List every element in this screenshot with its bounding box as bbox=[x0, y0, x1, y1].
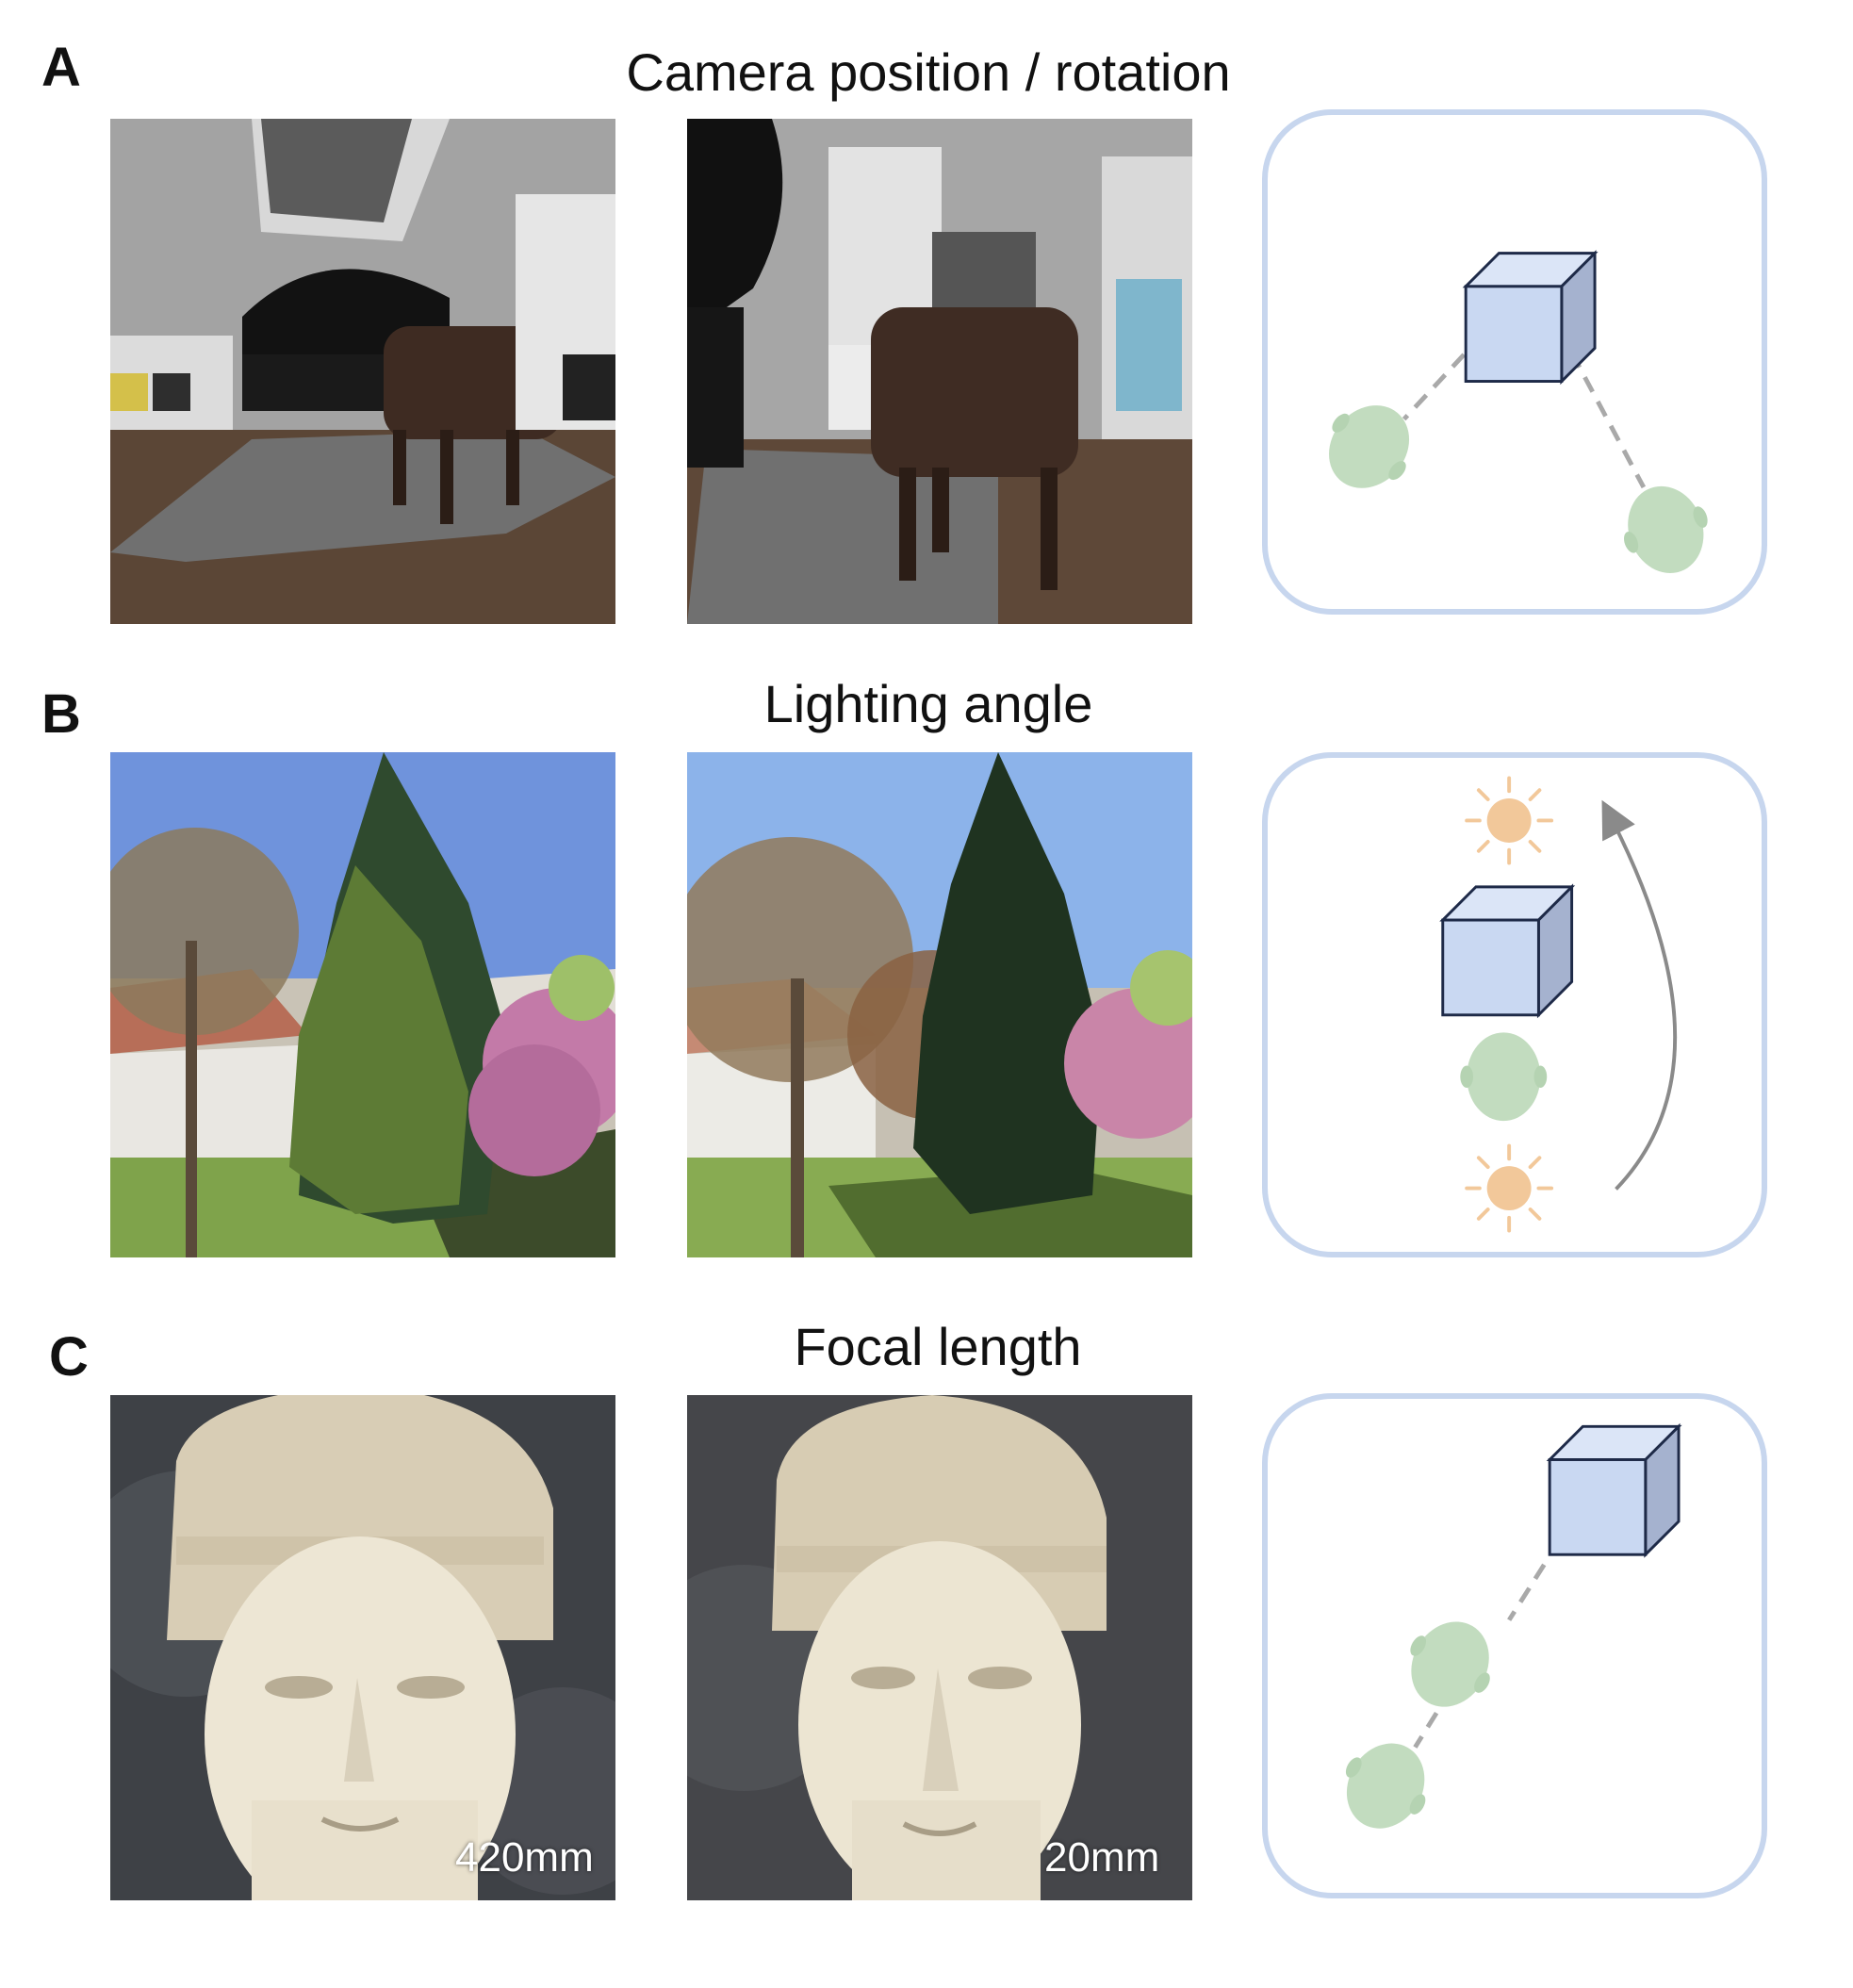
cube-icon bbox=[1546, 1422, 1682, 1558]
panel-title-a: Camera position / rotation bbox=[626, 42, 1231, 102]
panel-title-b: Lighting angle bbox=[763, 674, 1093, 733]
head-icon bbox=[1345, 1743, 1426, 1829]
focal-length-label-420: 420mm bbox=[455, 1834, 594, 1881]
panel-letter-b: B bbox=[41, 683, 81, 745]
camera-schematic-panel bbox=[1262, 109, 1767, 615]
panel-letter-c: C bbox=[49, 1326, 89, 1388]
focal-length-schematic-panel bbox=[1262, 1393, 1767, 1898]
interior-photo-1 bbox=[110, 119, 615, 624]
cube-icon bbox=[1462, 250, 1599, 386]
panel-letter-a: A bbox=[41, 37, 81, 98]
head-icon bbox=[1460, 1032, 1548, 1122]
lighting-schematic-panel bbox=[1262, 752, 1767, 1257]
head-icon bbox=[1410, 1621, 1490, 1707]
statue-photo-wideangle bbox=[687, 1395, 1192, 1900]
head-icon bbox=[1624, 485, 1708, 574]
head-icon bbox=[1329, 405, 1410, 488]
interior-photo-2 bbox=[687, 119, 1192, 624]
focal-length-label-20: 20mm bbox=[1044, 1834, 1160, 1881]
sun-icon bbox=[1465, 776, 1554, 865]
garden-photo-1 bbox=[110, 752, 615, 1257]
statue-photo-telephoto bbox=[110, 1395, 615, 1900]
curved-arrow-icon bbox=[1601, 799, 1678, 1191]
panel-title-c: Focal length bbox=[794, 1317, 1082, 1376]
garden-photo-2 bbox=[687, 752, 1192, 1257]
sun-icon bbox=[1465, 1143, 1554, 1233]
cube-icon bbox=[1439, 883, 1576, 1019]
